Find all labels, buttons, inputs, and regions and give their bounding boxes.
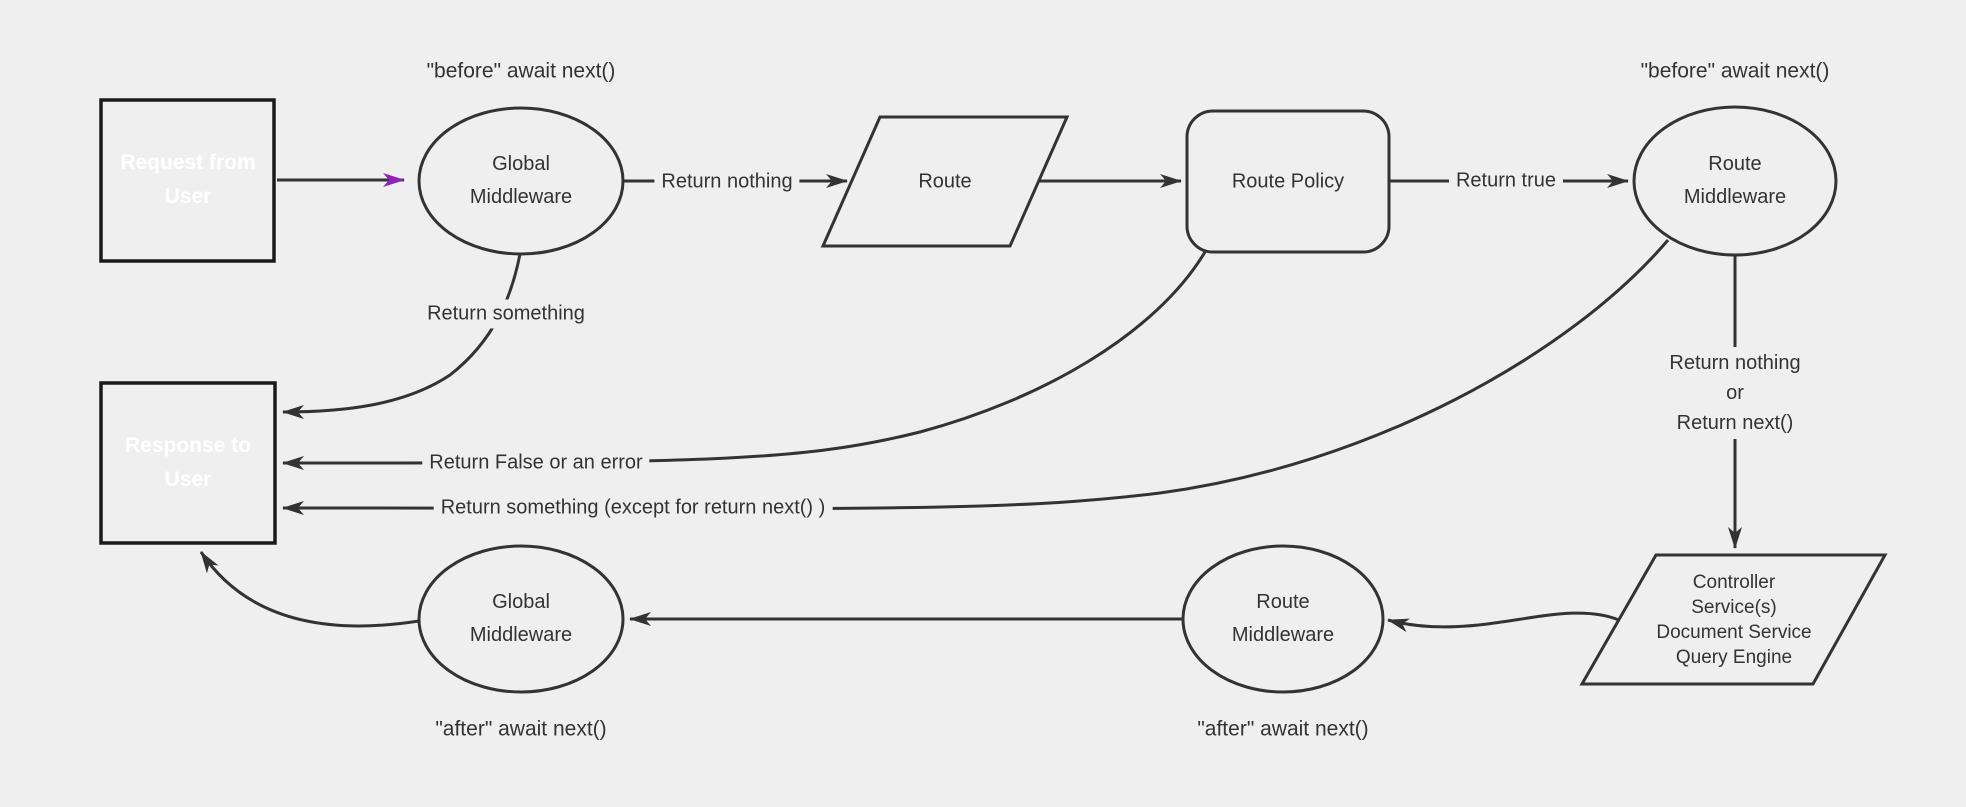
route-label: Route (918, 170, 972, 193)
edge-global-middleware-bottom-to-response (199, 551, 420, 628)
route-middleware-top-node (1632, 105, 1838, 257)
return-something-label: Return something (420, 299, 592, 329)
before-await-next-top-right-label: "before" await next() (1640, 59, 1830, 83)
global-middleware-top-label: Global Middleware (469, 153, 573, 208)
response-to-user-label: Response to User (124, 434, 252, 491)
route-middleware-bottom-node (1181, 544, 1385, 694)
global-middleware-top-node (417, 106, 625, 256)
return-nothing-or-next-label: Return nothing or Return next() (1662, 347, 1808, 439)
controller-services-label: Controller Service(s) Document Service Q… (1656, 572, 1812, 668)
edge-global-middleware-to-response (282, 253, 522, 419)
route-policy-node (1185, 109, 1391, 254)
route-policy-label: Route Policy (1231, 170, 1345, 193)
request-from-user-label: Request from User (120, 151, 256, 208)
return-something-except-label: Return something (except for return next… (433, 493, 833, 523)
before-await-next-top-left-label: "before" await next() (426, 59, 616, 83)
route-node (820, 115, 1070, 248)
controller-services-node (1579, 553, 1888, 686)
route-middleware-top-label: Route Middleware (1683, 153, 1787, 208)
route-middleware-bottom-label: Route Middleware (1231, 591, 1335, 646)
request-from-user-node (99, 98, 276, 263)
global-middleware-bottom-node (417, 544, 625, 694)
after-await-next-bottom-left-label: "after" await next() (435, 717, 607, 741)
response-to-user-node (99, 381, 277, 545)
return-true-label: Return true (1448, 166, 1564, 196)
after-await-next-bottom-right-label: "after" await next() (1197, 717, 1369, 741)
return-false-or-error-label: Return False or an error (422, 448, 650, 478)
edge-controller-to-route-middleware-bottom (1387, 611, 1620, 633)
edge-route-policy-to-response (282, 251, 1207, 470)
return-nothing-label: Return nothing (654, 167, 800, 197)
global-middleware-bottom-label: Global Middleware (469, 591, 573, 646)
